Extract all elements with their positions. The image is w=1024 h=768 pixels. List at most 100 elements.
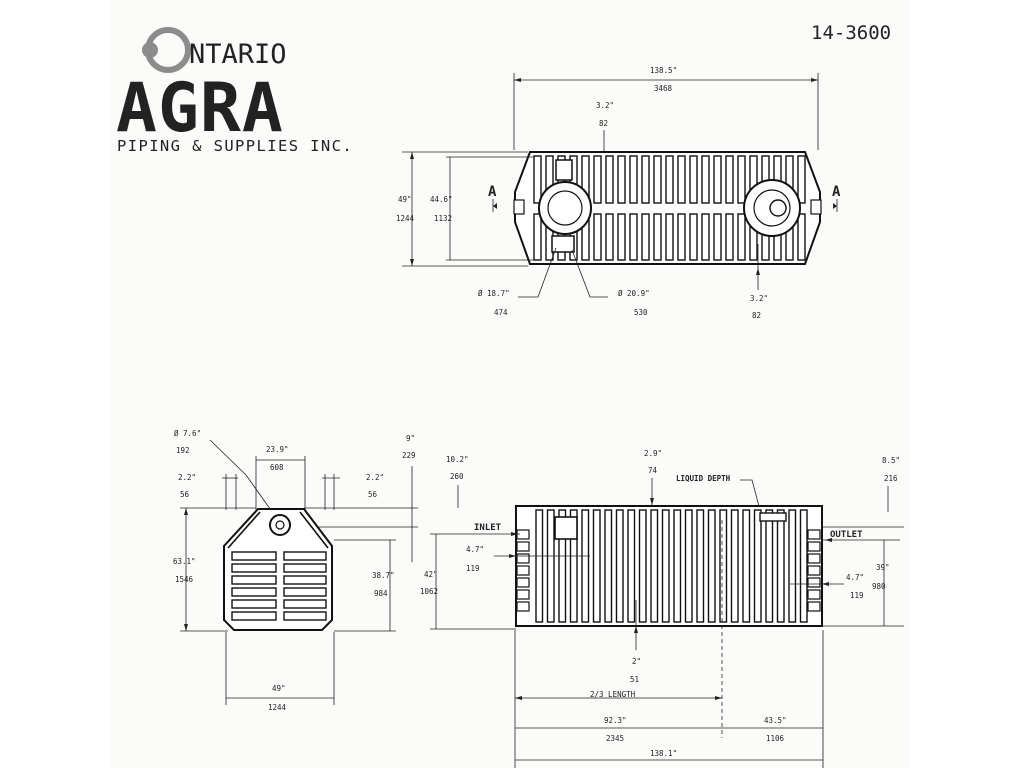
outlet-height-mm: 980 <box>872 582 886 591</box>
tank-rib <box>797 213 806 261</box>
tank-rib <box>807 565 821 576</box>
tank-rib <box>719 509 728 623</box>
tank-rib <box>231 563 277 573</box>
section-mark-right: A <box>832 184 841 200</box>
tank-rib <box>653 155 662 204</box>
tank-rib <box>641 155 650 204</box>
tank-rib <box>807 553 821 564</box>
logo-brand-text: AGRA <box>116 69 284 148</box>
inlet-top-mm: 260 <box>450 472 464 481</box>
tank-rib <box>701 155 710 204</box>
logo-dot-icon <box>142 42 158 58</box>
two-thirds-length-label: 2/3 LENGTH <box>590 690 636 699</box>
end-top-width-in: 23.9" <box>266 445 289 454</box>
tank-rib <box>283 563 327 573</box>
company-logo: NTARIO AGRA PIPING & SUPPLIES INC. <box>116 27 352 155</box>
tank-rib <box>677 213 686 261</box>
tank-rib <box>605 155 614 204</box>
outlet-drop-in: 4.7" <box>846 573 864 582</box>
tank-rib <box>689 155 698 204</box>
tank-rib <box>535 509 544 623</box>
end-pipe-dia-mm: 192 <box>176 446 190 455</box>
tank-rib <box>799 509 808 623</box>
end-top-height-mm: 229 <box>402 451 416 460</box>
bottom-offset-mm: 82 <box>752 311 761 320</box>
inlet-top-in: 10.2" <box>446 455 469 464</box>
tank-rib <box>742 509 751 623</box>
tank-rib <box>776 509 785 623</box>
tank-rib <box>627 509 636 623</box>
tank-rib <box>231 575 277 585</box>
bottom-offset-in: 3.2" <box>750 294 768 303</box>
inlet-drop-mm: 119 <box>466 564 480 573</box>
end-top-width-mm: 608 <box>270 463 284 472</box>
inlet-height-in: 42" <box>424 570 438 579</box>
end-body-height-in: 38.7" <box>372 571 395 580</box>
tank-rib <box>558 509 567 623</box>
inlet-label: INLET <box>474 523 502 533</box>
tank-rib <box>673 509 682 623</box>
tank-rib <box>807 577 821 588</box>
tank-rib <box>707 509 716 623</box>
tank-rib <box>516 565 530 576</box>
top-rib-in: 2.9" <box>644 449 662 458</box>
tank-rib <box>593 155 602 204</box>
bottom-mm: 51 <box>630 675 639 684</box>
tank-rib <box>516 529 530 540</box>
tank-rib <box>592 509 601 623</box>
end-top-height-in: 9" <box>406 434 415 443</box>
inlet-height-mm: 1062 <box>420 587 438 596</box>
liquid-depth-label: LIQUID DEPTH <box>676 474 731 483</box>
tank-rib <box>231 611 277 621</box>
tank-rib <box>665 155 674 204</box>
end-left-inset-in: 2.2" <box>178 473 196 482</box>
tank-rib <box>283 575 327 585</box>
tank-rib <box>231 599 277 609</box>
top-length-in: 138.5" <box>650 66 677 75</box>
tank-rib <box>569 509 578 623</box>
tank-rib <box>807 589 821 600</box>
tank-rib <box>516 541 530 552</box>
tank-rib <box>713 155 722 204</box>
top-rib-mm: 74 <box>648 466 658 475</box>
first-chamber-mm: 2345 <box>606 734 624 743</box>
tank-rib <box>617 213 626 261</box>
top-inner-height-mm: 1132 <box>434 214 452 223</box>
tank-rib <box>788 509 797 623</box>
second-chamber-mm: 1106 <box>766 734 785 743</box>
top-height-mm: 1244 <box>396 214 415 223</box>
tank-rib <box>283 611 327 621</box>
end-tank-ribs <box>231 551 327 621</box>
top-height-in: 49" <box>398 195 412 204</box>
end-base-width-in: 49" <box>272 684 286 693</box>
tank-rib <box>701 213 710 261</box>
tank-rib <box>516 577 530 588</box>
tank-rib <box>641 213 650 261</box>
tank-rib <box>581 509 590 623</box>
tank-rib <box>533 155 542 204</box>
left-opening-icon <box>538 181 592 235</box>
tank-rib <box>807 541 821 552</box>
tank-rib <box>696 509 705 623</box>
tank-rib <box>725 213 734 261</box>
outlet-top-in: 8.5" <box>882 456 900 465</box>
left-opening-dia-in: Ø 18.7" <box>478 289 510 298</box>
side-overall-length-in: 138.1" <box>650 749 677 758</box>
end-overall-height-mm: 1546 <box>175 575 194 584</box>
tank-rib <box>605 213 614 261</box>
end-view: Ø 7.6" 192 23.9" 608 2.2" 56 2.2" 56 9" … <box>173 429 418 712</box>
right-opening-dia-in: Ø 20.9" <box>618 289 650 298</box>
outlet-top-mm: 216 <box>884 474 898 483</box>
section-mark-left: A <box>488 184 497 200</box>
tank-rib <box>807 601 821 612</box>
top-length-mm: 3468 <box>654 84 673 93</box>
tank-rib <box>283 599 327 609</box>
tank-rib <box>713 213 722 261</box>
tank-rib <box>516 601 530 612</box>
end-left-inset-mm: 56 <box>180 490 190 499</box>
end-base-width-mm: 1244 <box>268 703 287 712</box>
tank-rib <box>684 509 693 623</box>
tank-rib <box>516 589 530 600</box>
tank-rib <box>604 509 613 623</box>
